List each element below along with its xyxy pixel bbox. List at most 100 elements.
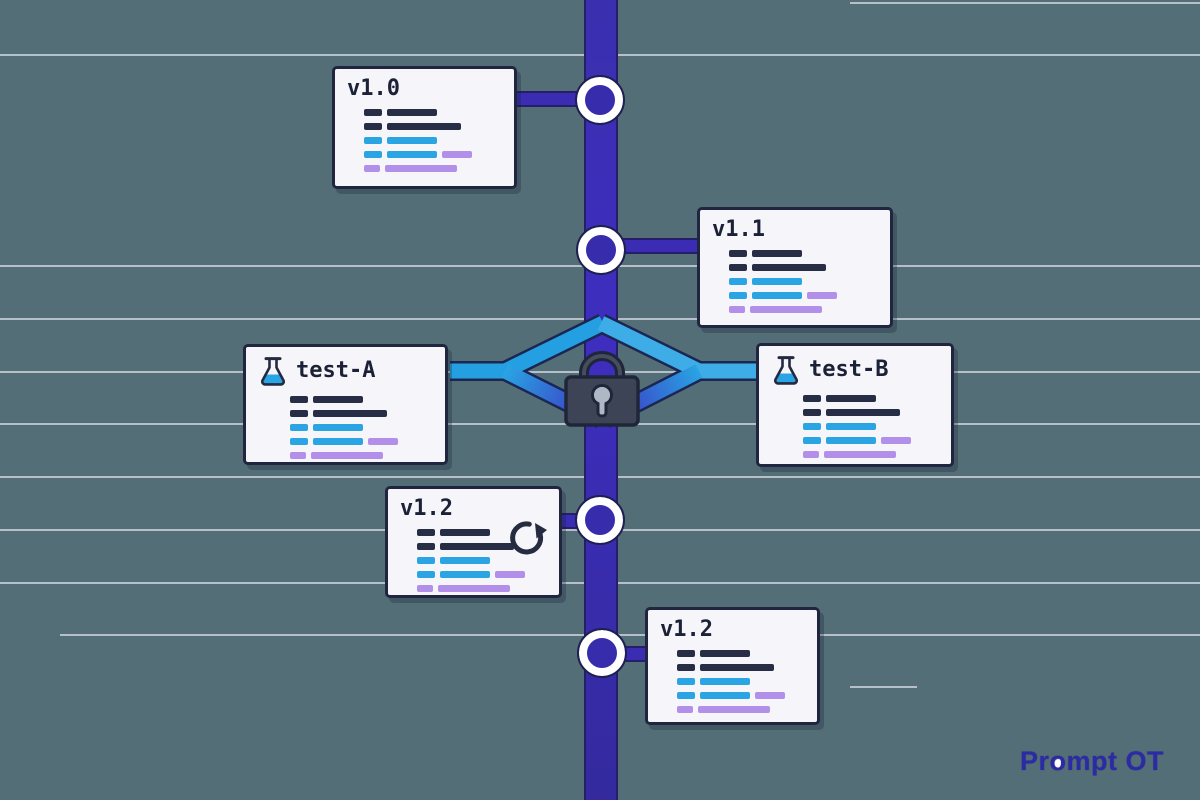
text-bar-purple — [290, 452, 306, 459]
redacted-text-lines — [290, 396, 433, 459]
text-bar-purple — [807, 292, 837, 300]
text-bar-dark — [803, 395, 821, 402]
text-bar-dark — [729, 250, 747, 258]
redacted-text-lines — [364, 109, 502, 173]
text-bar-dark — [803, 409, 821, 416]
logo-o-mark: o — [1049, 746, 1067, 776]
card-title: test-A — [296, 358, 376, 384]
ruled-line — [850, 2, 1200, 4]
text-bar-blue — [364, 151, 382, 159]
text-bar-purple — [755, 692, 785, 700]
text-bar-blue — [387, 151, 437, 159]
experiment-card-test-B: test-B — [756, 343, 954, 467]
redacted-text-lines — [677, 650, 805, 714]
lock-icon — [564, 351, 640, 427]
text-bar-blue — [729, 292, 747, 300]
card-title: v1.1 — [712, 217, 765, 242]
flask-icon — [261, 357, 285, 386]
text-bar-dark — [290, 396, 308, 403]
text-bar-blue — [803, 423, 821, 430]
timeline-node-v1.2 — [575, 495, 625, 545]
card-title: v1.2 — [660, 617, 713, 642]
timeline-node-v1.0 — [575, 75, 625, 125]
text-bar-purple — [368, 438, 398, 445]
text-bar-purple — [824, 451, 896, 458]
text-bar-dark — [387, 123, 461, 131]
text-bar-dark — [700, 664, 774, 672]
card-title: v1.2 — [400, 496, 453, 521]
text-bar-blue — [387, 137, 437, 145]
version-card-v1.2: v1.2 — [385, 486, 562, 598]
version-card-v1.1: v1.1 — [697, 207, 893, 328]
text-bar-dark — [677, 650, 695, 658]
version-card-v1.2-final: v1.2 — [645, 607, 820, 725]
text-bar-dark — [290, 410, 308, 417]
text-bar-blue — [826, 437, 876, 444]
text-bar-dark — [417, 529, 435, 537]
text-bar-blue — [417, 557, 435, 565]
text-bar-blue — [364, 137, 382, 145]
text-bar-blue — [440, 557, 490, 565]
text-bar-blue — [826, 423, 876, 430]
text-bar-blue — [752, 278, 802, 286]
card-title: v1.0 — [347, 76, 400, 101]
text-bar-dark — [364, 123, 382, 131]
text-bar-blue — [313, 424, 363, 431]
card-title: test-B — [809, 357, 889, 383]
timeline-node-v1.2-final — [577, 628, 627, 678]
flask-icon — [774, 356, 798, 385]
text-bar-purple — [311, 452, 383, 459]
text-bar-dark — [387, 109, 437, 117]
text-bar-blue — [440, 571, 490, 579]
text-bar-blue — [729, 278, 747, 286]
text-bar-blue — [677, 692, 695, 700]
text-bar-dark — [364, 109, 382, 117]
text-bar-blue — [290, 438, 308, 445]
text-bar-dark — [729, 264, 747, 272]
text-bar-blue — [313, 438, 363, 445]
text-bar-dark — [677, 664, 695, 672]
text-bar-dark — [313, 396, 363, 403]
text-bar-purple — [750, 306, 822, 314]
text-bar-blue — [417, 571, 435, 579]
ruled-line — [850, 686, 917, 688]
redacted-text-lines — [729, 250, 878, 314]
text-bar-blue — [803, 437, 821, 444]
text-bar-dark — [826, 395, 876, 402]
text-bar-purple — [698, 706, 770, 714]
text-bar-purple — [495, 571, 525, 579]
text-bar-dark — [440, 529, 490, 537]
text-bar-dark — [826, 409, 900, 416]
text-bar-dark — [752, 250, 802, 258]
text-bar-blue — [290, 424, 308, 431]
text-bar-purple — [729, 306, 745, 314]
refresh-icon — [510, 521, 547, 555]
text-bar-dark — [752, 264, 826, 272]
connector-v1.1 — [616, 238, 702, 254]
text-bar-blue — [677, 678, 695, 686]
timeline-node-v1.1 — [576, 225, 626, 275]
text-bar-purple — [803, 451, 819, 458]
text-bar-purple — [442, 151, 472, 159]
text-bar-purple — [417, 585, 433, 593]
redacted-text-lines — [803, 395, 939, 458]
redacted-text-lines — [417, 529, 547, 593]
text-bar-dark — [440, 543, 514, 551]
ruled-line — [60, 634, 1200, 636]
text-bar-dark — [313, 410, 387, 417]
text-bar-purple — [364, 165, 380, 173]
experiment-card-test-A: test-A — [243, 344, 448, 465]
text-bar-purple — [385, 165, 457, 173]
text-bar-purple — [881, 437, 911, 444]
connector-v1.0 — [514, 91, 586, 107]
text-bar-purple — [438, 585, 510, 593]
text-bar-blue — [700, 678, 750, 686]
text-bar-blue — [700, 692, 750, 700]
logo-text: mpt OT — [1066, 746, 1165, 776]
text-bar-dark — [417, 543, 435, 551]
prompt-ot-logo: Prompt OT — [1020, 746, 1164, 777]
logo-text: Pr — [1020, 746, 1050, 776]
version-card-v1.0: v1.0 — [332, 66, 517, 189]
text-bar-purple — [677, 706, 693, 714]
